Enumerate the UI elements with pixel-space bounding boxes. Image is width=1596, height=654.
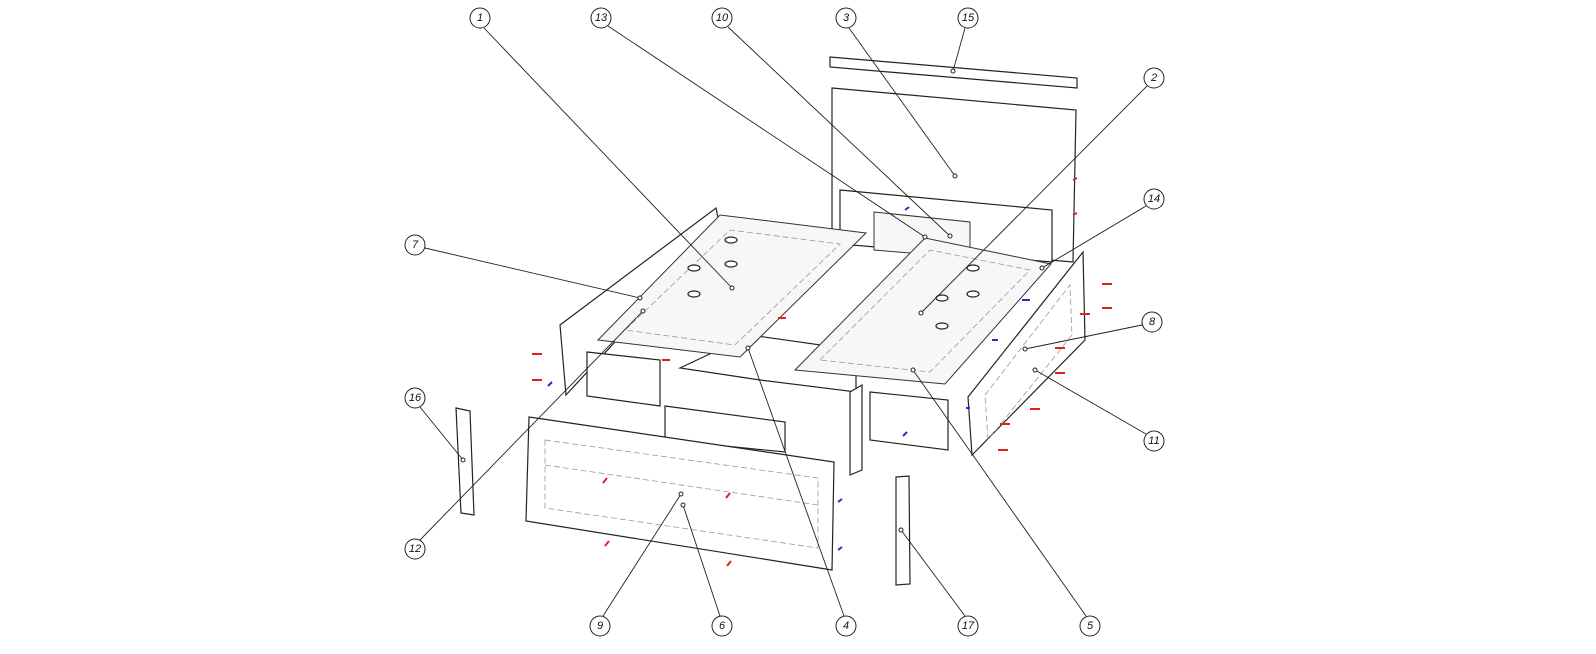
balloon-label: 5 <box>1087 620 1094 632</box>
balloon-label: 15 <box>962 12 975 24</box>
right-drawer <box>869 391 949 451</box>
balloon-13: 13 <box>590 7 612 29</box>
balloon-8: 8 <box>1141 311 1163 333</box>
balloon-label: 2 <box>1150 72 1157 84</box>
balloon-label: 3 <box>843 12 850 24</box>
knobs <box>687 236 980 330</box>
balloon-label: 7 <box>412 239 419 251</box>
leader-endpoints <box>460 68 1045 533</box>
balloon-3: 3 <box>835 7 857 29</box>
balloon-12: 12 <box>404 538 426 560</box>
hidden-lines <box>624 229 841 346</box>
balloon-label: 12 <box>409 543 421 555</box>
part-11-right-side-panel <box>967 250 1086 457</box>
balloon-label: 1 <box>477 12 483 24</box>
balloon-10: 10 <box>711 7 733 29</box>
balloon-17: 17 <box>957 615 979 637</box>
hidden-lines <box>819 249 1031 373</box>
balloon-5: 5 <box>1079 615 1101 637</box>
hidden-lines <box>544 439 819 549</box>
hidden-lines <box>544 464 819 506</box>
left-drawer <box>586 351 661 407</box>
balloon-4: 4 <box>835 615 857 637</box>
center-front-post <box>849 383 863 476</box>
balloon-label: 8 <box>1149 316 1156 328</box>
fasteners <box>532 177 1112 567</box>
balloon-6: 6 <box>711 615 733 637</box>
balloon-9: 9 <box>589 615 611 637</box>
balloon-1: 1 <box>469 7 491 29</box>
balloon-label: 11 <box>1148 435 1159 447</box>
balloon-14: 14 <box>1143 188 1165 210</box>
balloon-label: 9 <box>597 620 603 632</box>
balloon-label: 4 <box>843 620 849 632</box>
balloon-15: 15 <box>957 7 979 29</box>
hidden-lines <box>984 283 1073 442</box>
balloon-label: 16 <box>409 392 422 404</box>
leader-lines <box>419 25 1148 617</box>
balloon-11: 11 <box>1143 430 1165 452</box>
balloon-label: 17 <box>962 620 975 632</box>
balloon-label: 14 <box>1148 193 1160 205</box>
balloon-label: 13 <box>595 12 608 24</box>
balloon-label: 6 <box>719 620 726 632</box>
balloon-2: 2 <box>1143 67 1165 89</box>
balloon-label: 10 <box>716 12 729 24</box>
balloon-7: 7 <box>404 234 426 256</box>
balloon-16: 16 <box>404 387 426 409</box>
